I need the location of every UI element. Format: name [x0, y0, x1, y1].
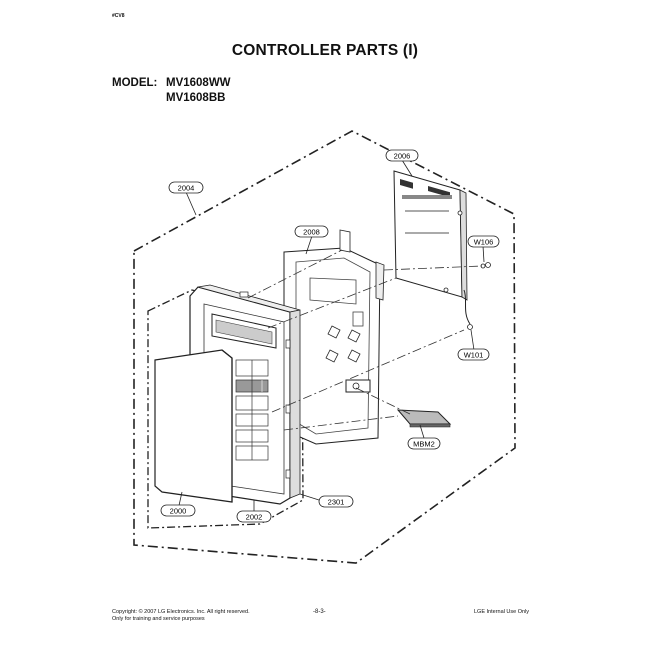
- label-bubble-2002: 2002: [236, 510, 272, 523]
- label-2008: 2008: [303, 228, 320, 237]
- label-w101: W101: [464, 351, 484, 360]
- label-bubble-2006: 2006: [385, 149, 419, 162]
- label-bubble-mbm2: MBM2: [407, 437, 441, 450]
- label-2301: 2301: [328, 498, 345, 507]
- footer-copyright: Copyright: © 2007 LG Electronics. Inc. A…: [112, 609, 250, 623]
- label-mbm2: MBM2: [413, 440, 435, 449]
- label-bubble-w101: W101: [457, 348, 490, 361]
- label-2000: 2000: [170, 507, 187, 516]
- label-w106: W106: [474, 238, 494, 247]
- label-2004: 2004: [178, 184, 195, 193]
- frame-2008: [283, 229, 385, 445]
- label-bubble-2000: 2000: [160, 504, 196, 517]
- internal-use-note: LGE Internal Use Only: [474, 609, 530, 615]
- group-boundary-2301: [147, 289, 304, 529]
- model-label: MODEL:: [112, 77, 158, 89]
- label-bubble-w106: W106: [467, 235, 500, 248]
- group-boundary-2004: [133, 130, 516, 564]
- label-bubble-2004: 2004: [168, 181, 204, 194]
- label-bubble-2008: 2008: [294, 225, 329, 238]
- model-number-2: MV1608BB: [166, 92, 226, 104]
- model-number-1: MV1608WW: [166, 77, 231, 89]
- membrane-mbm2: [396, 409, 452, 428]
- front-film-2000: [154, 349, 233, 503]
- corner-mark: #CV8: [112, 13, 125, 19]
- label-2002: 2002: [246, 513, 263, 522]
- assembly-guide-lines: [247, 249, 483, 431]
- label-bubble-2301: 2301: [318, 495, 354, 508]
- leader-lines: [177, 159, 485, 512]
- page-title: CONTROLLER PARTS (I): [231, 42, 419, 59]
- pcb-board-2006: [393, 170, 468, 301]
- page-number: -8-3-: [313, 609, 326, 615]
- copyright-text: Copyright: © 2007 LG Electronics. Inc. A…: [112, 609, 250, 615]
- label-2006: 2006: [394, 152, 411, 161]
- usage-text: Only for training and service purposes: [112, 616, 205, 622]
